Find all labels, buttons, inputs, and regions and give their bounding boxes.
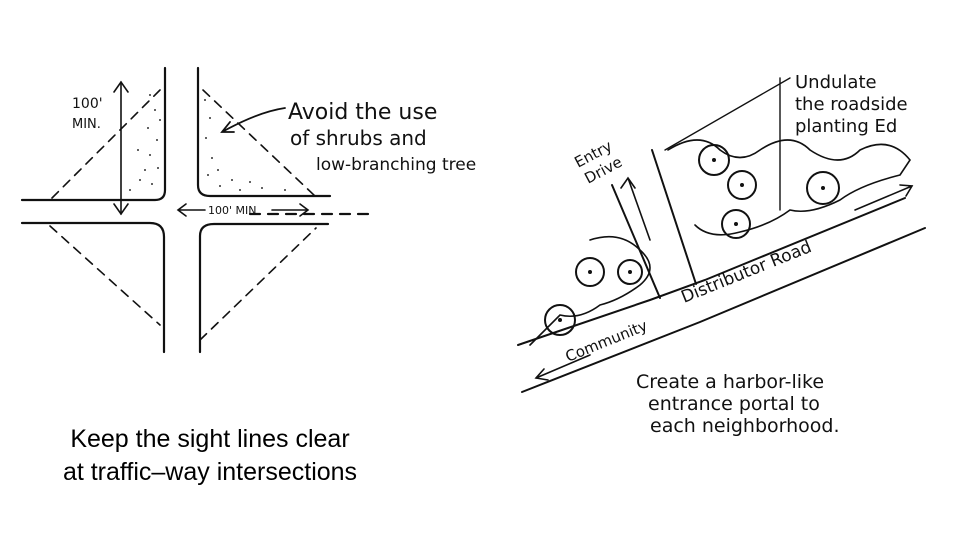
tree-6 (617, 259, 643, 285)
sight-triangle-top-left (51, 89, 161, 199)
shrub-note-line-1: Avoid the use (288, 100, 437, 125)
harbor-note-line-3: each neighborhood. (650, 415, 840, 437)
undulate-note-line-1: Undulate (795, 72, 877, 93)
curb-top-left (20, 66, 167, 202)
intersection-sketch (20, 66, 372, 354)
tree-3 (721, 209, 751, 239)
entry-drive-edge-right (651, 149, 697, 285)
shrub-note-line-2: of shrubs and (290, 126, 427, 150)
road-direction-arrow-right (854, 184, 914, 211)
left-annotations: 100' MIN. 100' MIN Avoid the use of shru… (72, 96, 476, 217)
sight-triangle-bottom-left (49, 225, 161, 326)
tree-2 (727, 170, 757, 200)
entry-portal-sketch (517, 77, 926, 393)
road-direction-arrow-left (534, 354, 591, 381)
distributor-road-edge-upper (517, 197, 906, 346)
planting-edge-upper (667, 139, 911, 236)
dimension-vertical-arrow-bottom (113, 203, 129, 216)
stipple-zones (129, 94, 286, 191)
harbor-note-line-1: Create a harbor-like (636, 371, 824, 393)
curb-bottom-left (20, 221, 166, 354)
dimension-vertical-label-2: MIN. (72, 117, 101, 132)
dimension-horizontal-arrow-left (176, 203, 206, 217)
undulate-note-line-2: the roadside (795, 94, 908, 115)
dimension-horizontal-label: 100' MIN (208, 204, 256, 217)
entry-drive-arrow (620, 176, 651, 241)
undulate-note-line-3: planting Ed (795, 116, 897, 137)
dimension-vertical-label-1: 100' (72, 96, 103, 112)
distributor-road-label: Distributor Road (678, 237, 814, 308)
right-annotations: Undulate the roadside planting Ed Entry … (563, 72, 908, 437)
planting-edge-lower (529, 235, 651, 346)
sight-triangle-top-right (202, 89, 316, 197)
distributor-road-edge-lower (521, 227, 926, 393)
slide-caption: Keep the sight lines clear at traffic–wa… (10, 423, 410, 489)
curb-top-right (196, 66, 332, 198)
entry-drive-edge-left (611, 184, 661, 299)
shrub-note-line-3: low-branching tree (316, 155, 476, 175)
caption-line-1: Keep the sight lines clear (70, 425, 350, 453)
tree-5 (575, 257, 605, 287)
curb-bottom-right (198, 222, 330, 354)
tree-centers (558, 158, 825, 322)
harbor-note-line-2: entrance portal to (648, 393, 820, 415)
tree-7 (544, 304, 576, 336)
dimension-horizontal-arrow-right (271, 203, 310, 217)
dimension-vertical-arrow-top (113, 80, 129, 93)
note-leader-arrow (220, 107, 286, 133)
undulate-leader (664, 77, 791, 211)
tree-4 (806, 171, 840, 205)
tree-1 (698, 144, 730, 176)
sight-triangle-bottom-right (199, 227, 317, 341)
caption-line-2: at traffic–way intersections (62, 458, 358, 486)
